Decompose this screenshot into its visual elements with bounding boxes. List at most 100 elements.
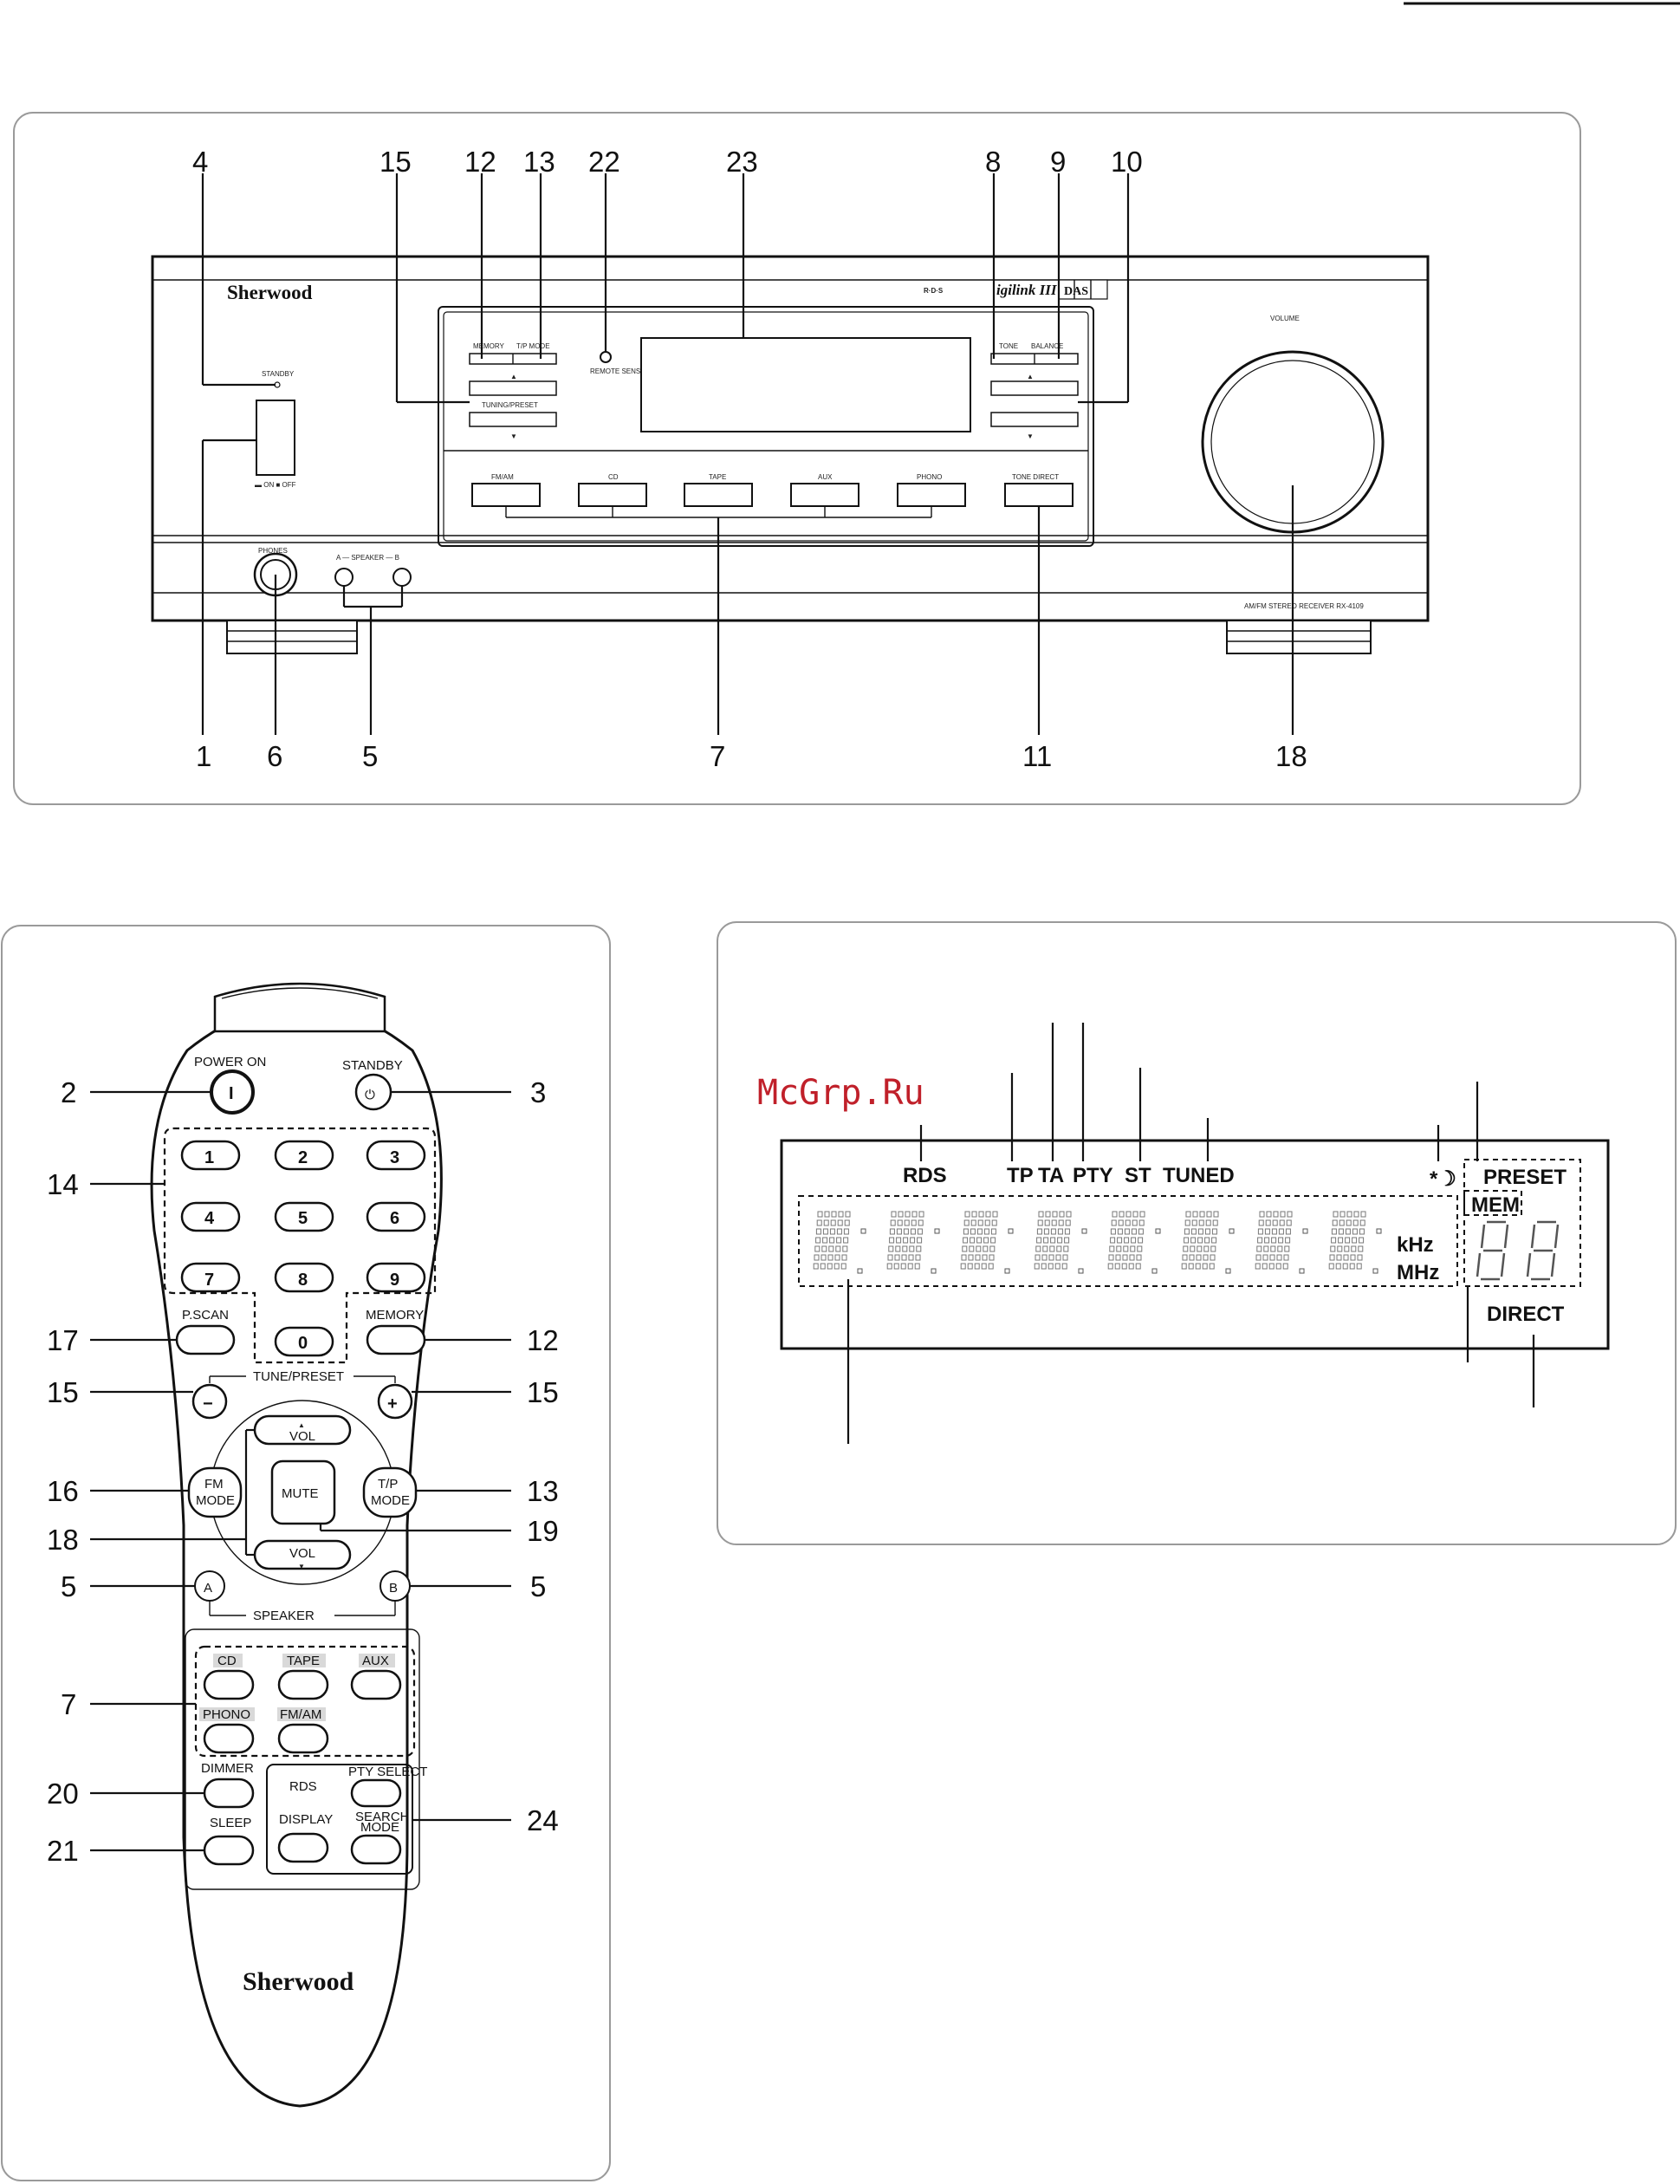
vol-down-label: VOL	[289, 1546, 315, 1561]
tune-preset-label: TUNE/PRESET	[253, 1369, 344, 1384]
search-mode-label-1: SEARCH	[355, 1810, 410, 1824]
search-mode-button[interactable]	[350, 1834, 402, 1865]
character-cell	[1107, 1211, 1161, 1274]
digit-0-button[interactable]	[274, 1326, 334, 1357]
sleep-label: SLEEP	[210, 1816, 251, 1830]
remote-brand-logo: Sherwood	[243, 1967, 354, 1996]
tone-direct-button[interactable]	[1004, 483, 1074, 507]
source-button-cd[interactable]	[578, 483, 647, 507]
remote-leader-lines	[90, 1090, 511, 1852]
remote-lower-panel	[185, 1628, 420, 1890]
tone-up-button[interactable]	[990, 380, 1079, 396]
remote-callout-14: 14	[47, 1168, 79, 1200]
ta-indicator: TA	[1038, 1164, 1064, 1187]
tuning-preset-down-button[interactable]	[469, 412, 557, 427]
svg-text:DAS: DAS	[1064, 285, 1088, 298]
pscan-button[interactable]	[175, 1324, 236, 1355]
speaker-a-button[interactable]	[334, 568, 354, 587]
tune-preset-plus-button[interactable]	[377, 1383, 413, 1420]
dimmer-button[interactable]	[203, 1778, 255, 1809]
source-label-fmam: FM/AM	[491, 473, 514, 481]
callout-22: 22	[588, 146, 620, 178]
character-cell	[960, 1211, 1014, 1274]
speaker-remote-label: SPEAKER	[253, 1609, 315, 1623]
digit-5-label: 5	[298, 1209, 308, 1228]
tp-indicator: TP	[1007, 1164, 1034, 1187]
cd-label-bg	[213, 1654, 243, 1667]
source-keys-group	[194, 1645, 416, 1758]
tune-preset-minus-button[interactable]	[191, 1383, 228, 1420]
remote-callout-16: 16	[47, 1475, 79, 1507]
remote-callout-15-left: 15	[47, 1376, 79, 1408]
aux-key[interactable]	[350, 1669, 402, 1700]
phones-label: PHONES	[258, 547, 288, 555]
tape-label-bg	[282, 1654, 326, 1667]
cd-key[interactable]	[203, 1669, 255, 1700]
digit-9-button[interactable]	[366, 1262, 426, 1293]
sleep-button[interactable]	[203, 1835, 255, 1866]
memory-button[interactable]	[366, 1324, 426, 1355]
fmam-key[interactable]	[277, 1723, 329, 1754]
standby-btn-label: STANDBY	[342, 1058, 403, 1073]
das-logo: DAS	[1058, 279, 1108, 300]
fl-display	[780, 1139, 1610, 1350]
speaker-label: A — SPEAKER — B	[336, 554, 399, 562]
vol-up-arrow: ▲	[298, 1421, 305, 1429]
remote-callout-7: 7	[61, 1688, 76, 1720]
tp-mode-label-1: T/P	[378, 1477, 398, 1492]
digit-5-button[interactable]	[274, 1201, 334, 1232]
tone-down-button[interactable]	[990, 412, 1079, 427]
phono-key-label: PHONO	[203, 1707, 250, 1722]
fm-mode-button[interactable]	[187, 1466, 243, 1518]
digit-2-button[interactable]	[274, 1140, 334, 1171]
source-button-fmam[interactable]	[471, 483, 541, 507]
volume-label: VOLUME	[1270, 315, 1300, 322]
digit-3-button[interactable]	[366, 1140, 426, 1171]
remote-ir-window	[213, 982, 386, 1033]
digit-7-label: 7	[204, 1271, 214, 1290]
callout-9: 9	[1050, 146, 1066, 178]
digit-0-label: 0	[298, 1334, 308, 1353]
remote-callout-5-right: 5	[530, 1570, 546, 1602]
callout-12: 12	[464, 146, 496, 178]
aux-key-label: AUX	[362, 1654, 389, 1668]
khz-indicator: kHz	[1397, 1233, 1434, 1257]
source-button-phono[interactable]	[897, 483, 966, 507]
callout-10: 10	[1111, 146, 1143, 178]
tp-mode-button[interactable]	[362, 1466, 418, 1518]
plus-icon: +	[387, 1394, 398, 1414]
rds-key-label: RDS	[289, 1779, 317, 1794]
callout-15: 15	[379, 146, 412, 178]
tape-key[interactable]	[277, 1669, 329, 1700]
source-button-tape[interactable]	[684, 483, 753, 507]
digit-1-button[interactable]	[180, 1140, 241, 1171]
callout-4: 4	[192, 146, 208, 178]
digit-6-button[interactable]	[366, 1201, 426, 1232]
pty-select-button[interactable]	[350, 1778, 402, 1808]
digit-8-button[interactable]	[274, 1262, 334, 1293]
digit-7-button[interactable]	[180, 1262, 241, 1293]
mhz-indicator: MHz	[1397, 1261, 1439, 1284]
remote-callout-5-left: 5	[61, 1570, 76, 1602]
rds-display-button[interactable]	[277, 1832, 329, 1863]
tuned-indicator: TUNED	[1163, 1164, 1235, 1187]
digit-2-label: 2	[298, 1148, 308, 1167]
speaker-b-button[interactable]	[392, 568, 412, 587]
front-callouts-top: 4 15 12 13 22 23 8 9 10	[192, 146, 1143, 178]
pty-indicator: PTY	[1073, 1164, 1113, 1187]
direct-indicator: DIRECT	[1487, 1303, 1565, 1326]
digit-6-label: 6	[390, 1209, 399, 1228]
power-switch[interactable]	[256, 400, 295, 476]
tuning-preset-up-button[interactable]	[469, 380, 557, 396]
mute-button[interactable]	[270, 1459, 336, 1525]
tone-direct-label: TONE DIRECT	[1012, 473, 1059, 481]
remote-callout-12: 12	[527, 1324, 559, 1356]
remote-callout-17: 17	[47, 1324, 79, 1356]
digit-4-button[interactable]	[180, 1201, 241, 1232]
character-cell	[886, 1211, 940, 1274]
callout-8: 8	[985, 146, 1001, 178]
front-callouts-bottom: 1 6 5 7 11 18	[196, 740, 1307, 772]
source-button-aux[interactable]	[790, 483, 859, 507]
phono-key[interactable]	[203, 1723, 255, 1754]
tuning-up-arrow: ▲	[510, 373, 517, 380]
